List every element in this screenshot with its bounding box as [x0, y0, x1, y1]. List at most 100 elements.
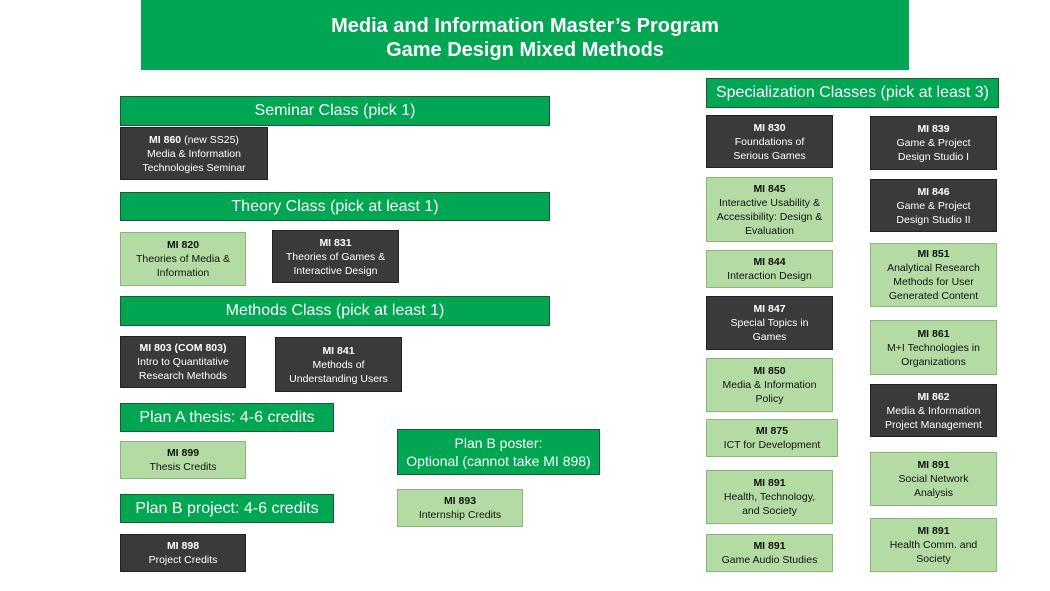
course-title-line: and Society	[742, 505, 797, 517]
course-code-text: MI 891	[917, 525, 950, 537]
course-code: MI 841	[322, 344, 354, 358]
course-title-line: Game & Project	[896, 137, 971, 149]
course-code-text: MI 846	[917, 185, 950, 198]
course-code: MI 891	[753, 539, 785, 553]
plan-a-header: Plan A thesis: 4-6 credits	[120, 403, 334, 432]
course-code-text: MI 845	[753, 182, 786, 195]
course-code: MI 862	[917, 390, 949, 404]
course-title-line: Thesis Credits	[149, 461, 217, 473]
course-title-line: Media & Information	[147, 147, 241, 160]
program-subtitle: Game Design Mixed Methods	[386, 39, 664, 61]
course-title-line: Game & Project	[896, 199, 971, 212]
course-code-text: MI 875	[755, 425, 789, 437]
course-code-text: MI 891	[753, 540, 786, 552]
course-code-text: MI 861	[917, 327, 950, 340]
course-title-line: Game Audio Studies	[721, 554, 818, 566]
course-code-text: MI 851	[917, 248, 950, 260]
theory-header: Theory Class (pick at least 1)	[120, 192, 550, 221]
course-note: (new SS25)	[181, 133, 239, 146]
course-title-line: Design Studio I	[897, 151, 970, 163]
course-title-line: Project Credits	[148, 554, 218, 566]
course-code-text: MI 898	[166, 540, 200, 552]
course-code-text: MI 839	[917, 123, 950, 135]
course-code-text: MI 820	[166, 239, 200, 251]
course-title-line: Research Methods	[138, 370, 228, 382]
course-code-text: MI 891	[753, 477, 786, 489]
course-title-line: Interaction Design	[727, 270, 812, 282]
course-code-text: MI 844	[753, 256, 786, 268]
course-title-line: Interactive Usability &	[719, 196, 820, 209]
course-title-line: Organizations	[901, 355, 966, 368]
course-title-line: Design Studio II	[896, 213, 971, 226]
course-title-line: Media & Information	[886, 404, 981, 417]
course-code-text: MI 831	[319, 236, 352, 249]
specialization-header: Specialization Classes (pick at least 3)	[706, 78, 999, 108]
course-code: MI 850	[753, 364, 785, 378]
course-code: MI 831	[319, 236, 351, 250]
course-title-line: Health, Technology,	[723, 491, 816, 503]
methods-header: Methods Class (pick at least 1)	[120, 296, 550, 326]
course-code-text: MI 841	[322, 344, 355, 357]
course-title-line: Information	[156, 267, 210, 279]
course-code-text: MI 850	[753, 365, 786, 377]
course-code-text: MI 847	[753, 303, 786, 315]
course-code: MI 803 (COM 803)	[140, 341, 227, 355]
plan-b-project-header: Plan B project: 4-6 credits	[120, 494, 334, 523]
course-title-line: Games	[752, 331, 787, 343]
program-title: Media and Information Master’s Program	[331, 15, 719, 37]
course-code-text: MI 899	[166, 447, 200, 459]
plan-b-poster-line2: Optional (cannot take MI 898)	[406, 453, 591, 469]
course-title-line: Special Topics in	[730, 317, 809, 329]
course-code-text: MI 891	[917, 459, 950, 471]
course-title-line: Analytical Research	[887, 262, 980, 274]
course-code: MI 891	[917, 458, 949, 472]
course-code-text: MI 803 (COM 803)	[139, 342, 227, 354]
course-code: MI 820	[167, 238, 199, 252]
course-code: MI 846	[917, 185, 949, 199]
course-code: MI 861	[917, 327, 949, 341]
course-code-text: MI 830	[753, 121, 786, 134]
course-title-line: Project Management	[885, 418, 982, 431]
course-code: MI 891	[753, 476, 785, 490]
course-code: MI 830	[753, 121, 785, 135]
course-code: MI 847	[753, 302, 785, 316]
course-title-line: Foundations of	[734, 135, 805, 148]
course-code: MI 844	[753, 255, 785, 269]
course-title-line: Intro to Quantitative	[137, 356, 229, 368]
course-title-line: Methods of	[312, 358, 365, 371]
course-title-line: Media & Information	[722, 379, 817, 391]
course-code-text: MI 862	[917, 390, 950, 403]
course-title-line: Health Comm. and	[889, 539, 978, 551]
course-title-line: Technologies Seminar	[142, 161, 246, 174]
course-title-line: Serious Games	[733, 149, 806, 162]
course-title-line: Theories of Games &	[285, 250, 386, 263]
course-title-line: Social Network	[898, 473, 969, 485]
course-title-line: M+I Technologies in	[887, 341, 980, 354]
course-code: MI 839	[917, 122, 949, 136]
course-title-line: Theories of Media &	[136, 253, 230, 265]
course-code: MI 891	[917, 524, 949, 538]
course-title-line: Society	[916, 553, 951, 565]
course-code: MI 893	[444, 494, 476, 508]
plan-b-poster-line1: Plan B poster:	[454, 435, 543, 451]
course-title-line: Evaluation	[744, 224, 795, 237]
